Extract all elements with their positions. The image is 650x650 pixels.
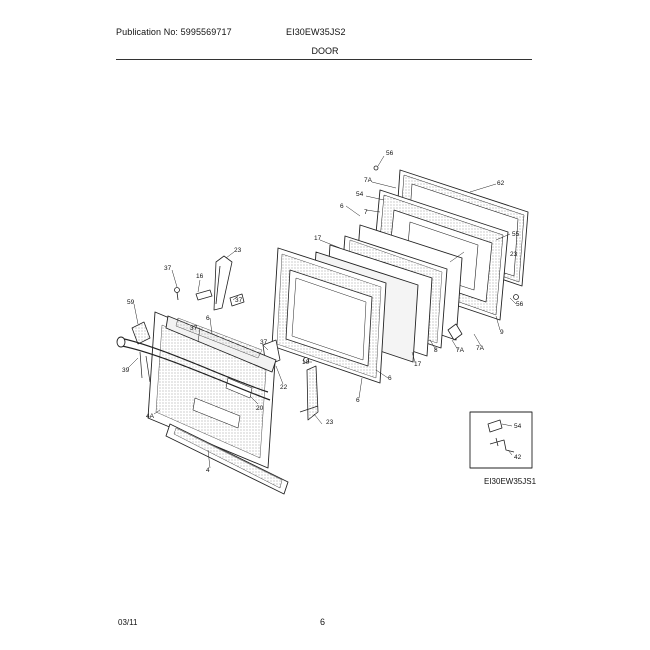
callout-label: 42 [514,454,522,461]
callout-label: 56 [516,301,524,308]
callout-label: 6 [356,397,360,404]
callout-labels: 56 7A 62 54 7 6 55 23 17 23 37 16 37 59 … [122,150,524,474]
callout-label: 37 [190,325,198,332]
callout-label: 22 [280,384,288,391]
callout-label: 37 [235,297,243,304]
callout-label: 9 [500,329,504,336]
callout-label: 7 [364,209,368,216]
inset-box [469,411,533,469]
callout-label: 7A [476,345,485,352]
callout-label: 4A [146,413,155,420]
callout-label: 54 [356,191,364,198]
publication-number: Publication No: 5995569717 [116,27,232,37]
page-title: DOOR [311,46,339,56]
inner-door-frame [271,247,387,384]
callout-label: 6 [388,375,392,382]
footer-date: 03/11 [118,618,138,627]
callout-label: 17 [414,361,422,368]
callout-label: 62 [497,180,505,187]
callout-label: 6 [340,203,344,210]
bottom-vent-trim [165,423,289,495]
callout-label: 20 [256,405,264,412]
callout-label: 56 [386,150,394,157]
page-number: 6 [320,617,326,627]
callout-label: 23 [326,419,334,426]
callout-label: 16 [196,273,204,280]
callout-label: 55 [512,231,520,238]
callout-label: 6 [206,315,210,322]
door-handle [116,336,271,401]
hinge-parts [131,165,519,421]
callout-label: 37 [164,265,172,272]
diagram-code: EI30EW35JS1 [484,477,537,486]
callout-label: 4 [206,467,210,474]
callout-label: 59 [127,299,135,306]
callout-label: 7A [456,347,465,354]
callout-label: 23 [234,247,242,254]
callout-label: 8 [434,347,438,354]
leader-lines [127,155,517,469]
outer-door-glass [147,311,277,469]
callout-label: 10 [302,359,310,366]
callout-label: 23 [510,251,518,258]
callout-label: 37 [260,339,268,346]
model-number: EI30EW35JS2 [286,27,346,37]
callout-label: 39 [122,367,130,374]
callout-label: 17 [314,235,322,242]
callout-label: 7A [364,177,373,184]
header-rule [116,59,532,60]
callout-label: 54 [514,423,522,430]
